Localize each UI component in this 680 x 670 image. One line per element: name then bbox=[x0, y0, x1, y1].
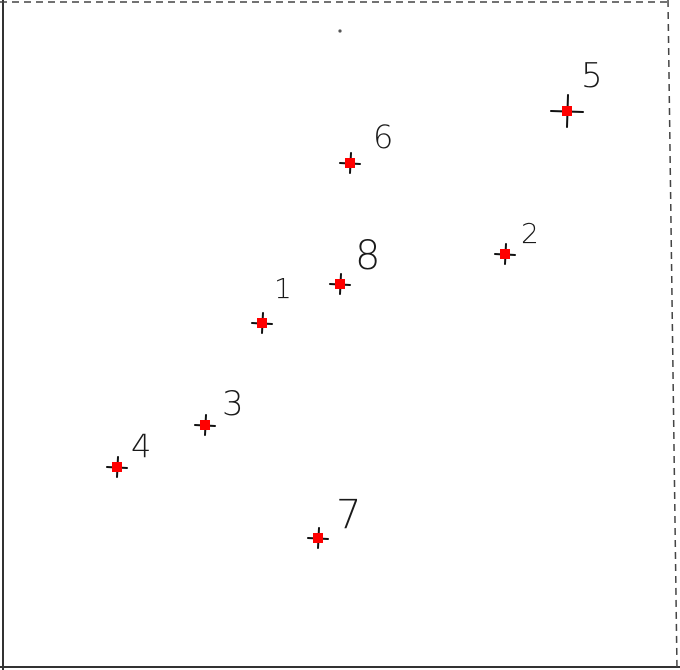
point-5: 5 bbox=[550, 56, 603, 128]
stray-dot bbox=[338, 29, 342, 33]
point-8: 8 bbox=[329, 233, 380, 295]
point-6: 6 bbox=[339, 118, 393, 174]
point-marker bbox=[335, 279, 345, 289]
point-marker bbox=[257, 318, 267, 328]
point-label: 4 bbox=[131, 427, 151, 465]
point-label: 1 bbox=[274, 272, 292, 305]
point-marker bbox=[345, 158, 355, 168]
points-layer: 1 2 3 4 5 6 7 8 bbox=[106, 56, 603, 549]
point-label: 3 bbox=[222, 384, 244, 424]
point-4: 4 bbox=[106, 427, 151, 478]
point-label: 6 bbox=[373, 118, 393, 156]
point-label: 5 bbox=[581, 56, 603, 96]
point-3: 3 bbox=[194, 384, 244, 436]
point-1: 1 bbox=[251, 272, 292, 334]
point-marker bbox=[200, 420, 210, 430]
point-marker bbox=[313, 533, 323, 543]
right-border bbox=[667, 0, 678, 670]
point-marker bbox=[562, 106, 572, 116]
point-label: 8 bbox=[355, 233, 380, 279]
point-marker bbox=[500, 249, 510, 259]
point-label: 2 bbox=[521, 217, 539, 250]
point-7: 7 bbox=[307, 492, 361, 549]
point-marker bbox=[112, 462, 122, 472]
point-label: 7 bbox=[336, 492, 361, 538]
point-2: 2 bbox=[494, 217, 539, 265]
